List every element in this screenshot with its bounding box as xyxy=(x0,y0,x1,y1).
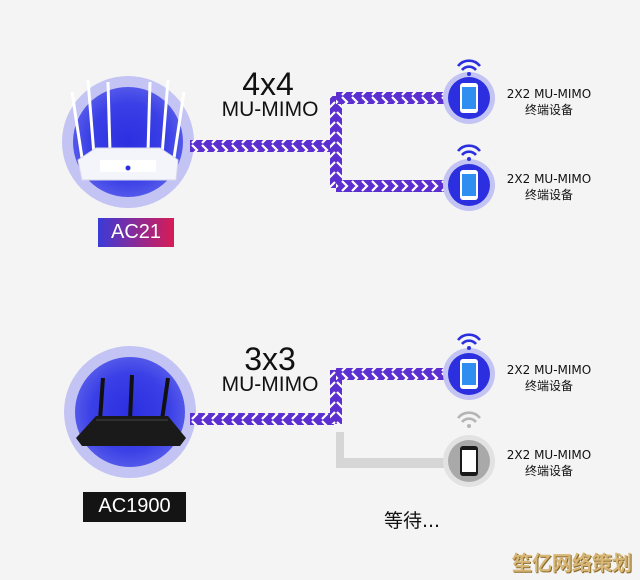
top-stream-label: MU-MIMO xyxy=(221,98,319,121)
device-label-line1: 2X2 MU-MIMO xyxy=(506,87,592,101)
bottom-device-2-inactive xyxy=(443,411,495,487)
device-label-line2: 终端设备 xyxy=(524,379,573,393)
black-router-icon xyxy=(76,374,186,446)
wifi-icon xyxy=(456,59,482,76)
top-device-1-label: 2X2 MU-MIMO 终端设备 xyxy=(494,86,604,118)
bottom-stream-paths xyxy=(190,368,446,468)
bottom-stream-count: 3x3 xyxy=(244,341,296,377)
top-stream-paths xyxy=(190,92,446,192)
bottom-stream-label: MU-MIMO xyxy=(221,373,319,396)
top-device-2 xyxy=(443,144,495,211)
white-router-icon xyxy=(70,79,186,181)
device-label-line1: 2X2 MU-MIMO xyxy=(506,448,592,462)
wifi-icon xyxy=(456,144,482,161)
watermark: 笙亿网络策划 xyxy=(512,551,632,575)
bottom-device-2-label: 2X2 MU-MIMO 终端设备 xyxy=(494,447,604,479)
top-device-1 xyxy=(443,59,495,124)
waiting-text: 等待... xyxy=(383,510,441,532)
device-label-line1: 2X2 MU-MIMO xyxy=(506,172,592,186)
bottom-device-1 xyxy=(443,333,495,400)
device-label-line1: 2X2 MU-MIMO xyxy=(506,363,592,377)
wifi-icon xyxy=(456,411,482,428)
bottom-device-1-label: 2X2 MU-MIMO 终端设备 xyxy=(494,362,604,394)
device-label-line2: 终端设备 xyxy=(524,464,573,478)
device-label-line2: 终端设备 xyxy=(524,103,573,117)
wifi-icon xyxy=(456,333,482,350)
device-label-line2: 终端设备 xyxy=(524,188,573,202)
top-stream-count: 4x4 xyxy=(242,66,294,102)
top-device-2-label: 2X2 MU-MIMO 终端设备 xyxy=(494,171,604,203)
router-badge-ac1900: AC1900 xyxy=(83,492,186,522)
router-badge-ac21: AC21 xyxy=(98,218,174,247)
top-router xyxy=(62,76,194,208)
bottom-router xyxy=(64,346,196,478)
